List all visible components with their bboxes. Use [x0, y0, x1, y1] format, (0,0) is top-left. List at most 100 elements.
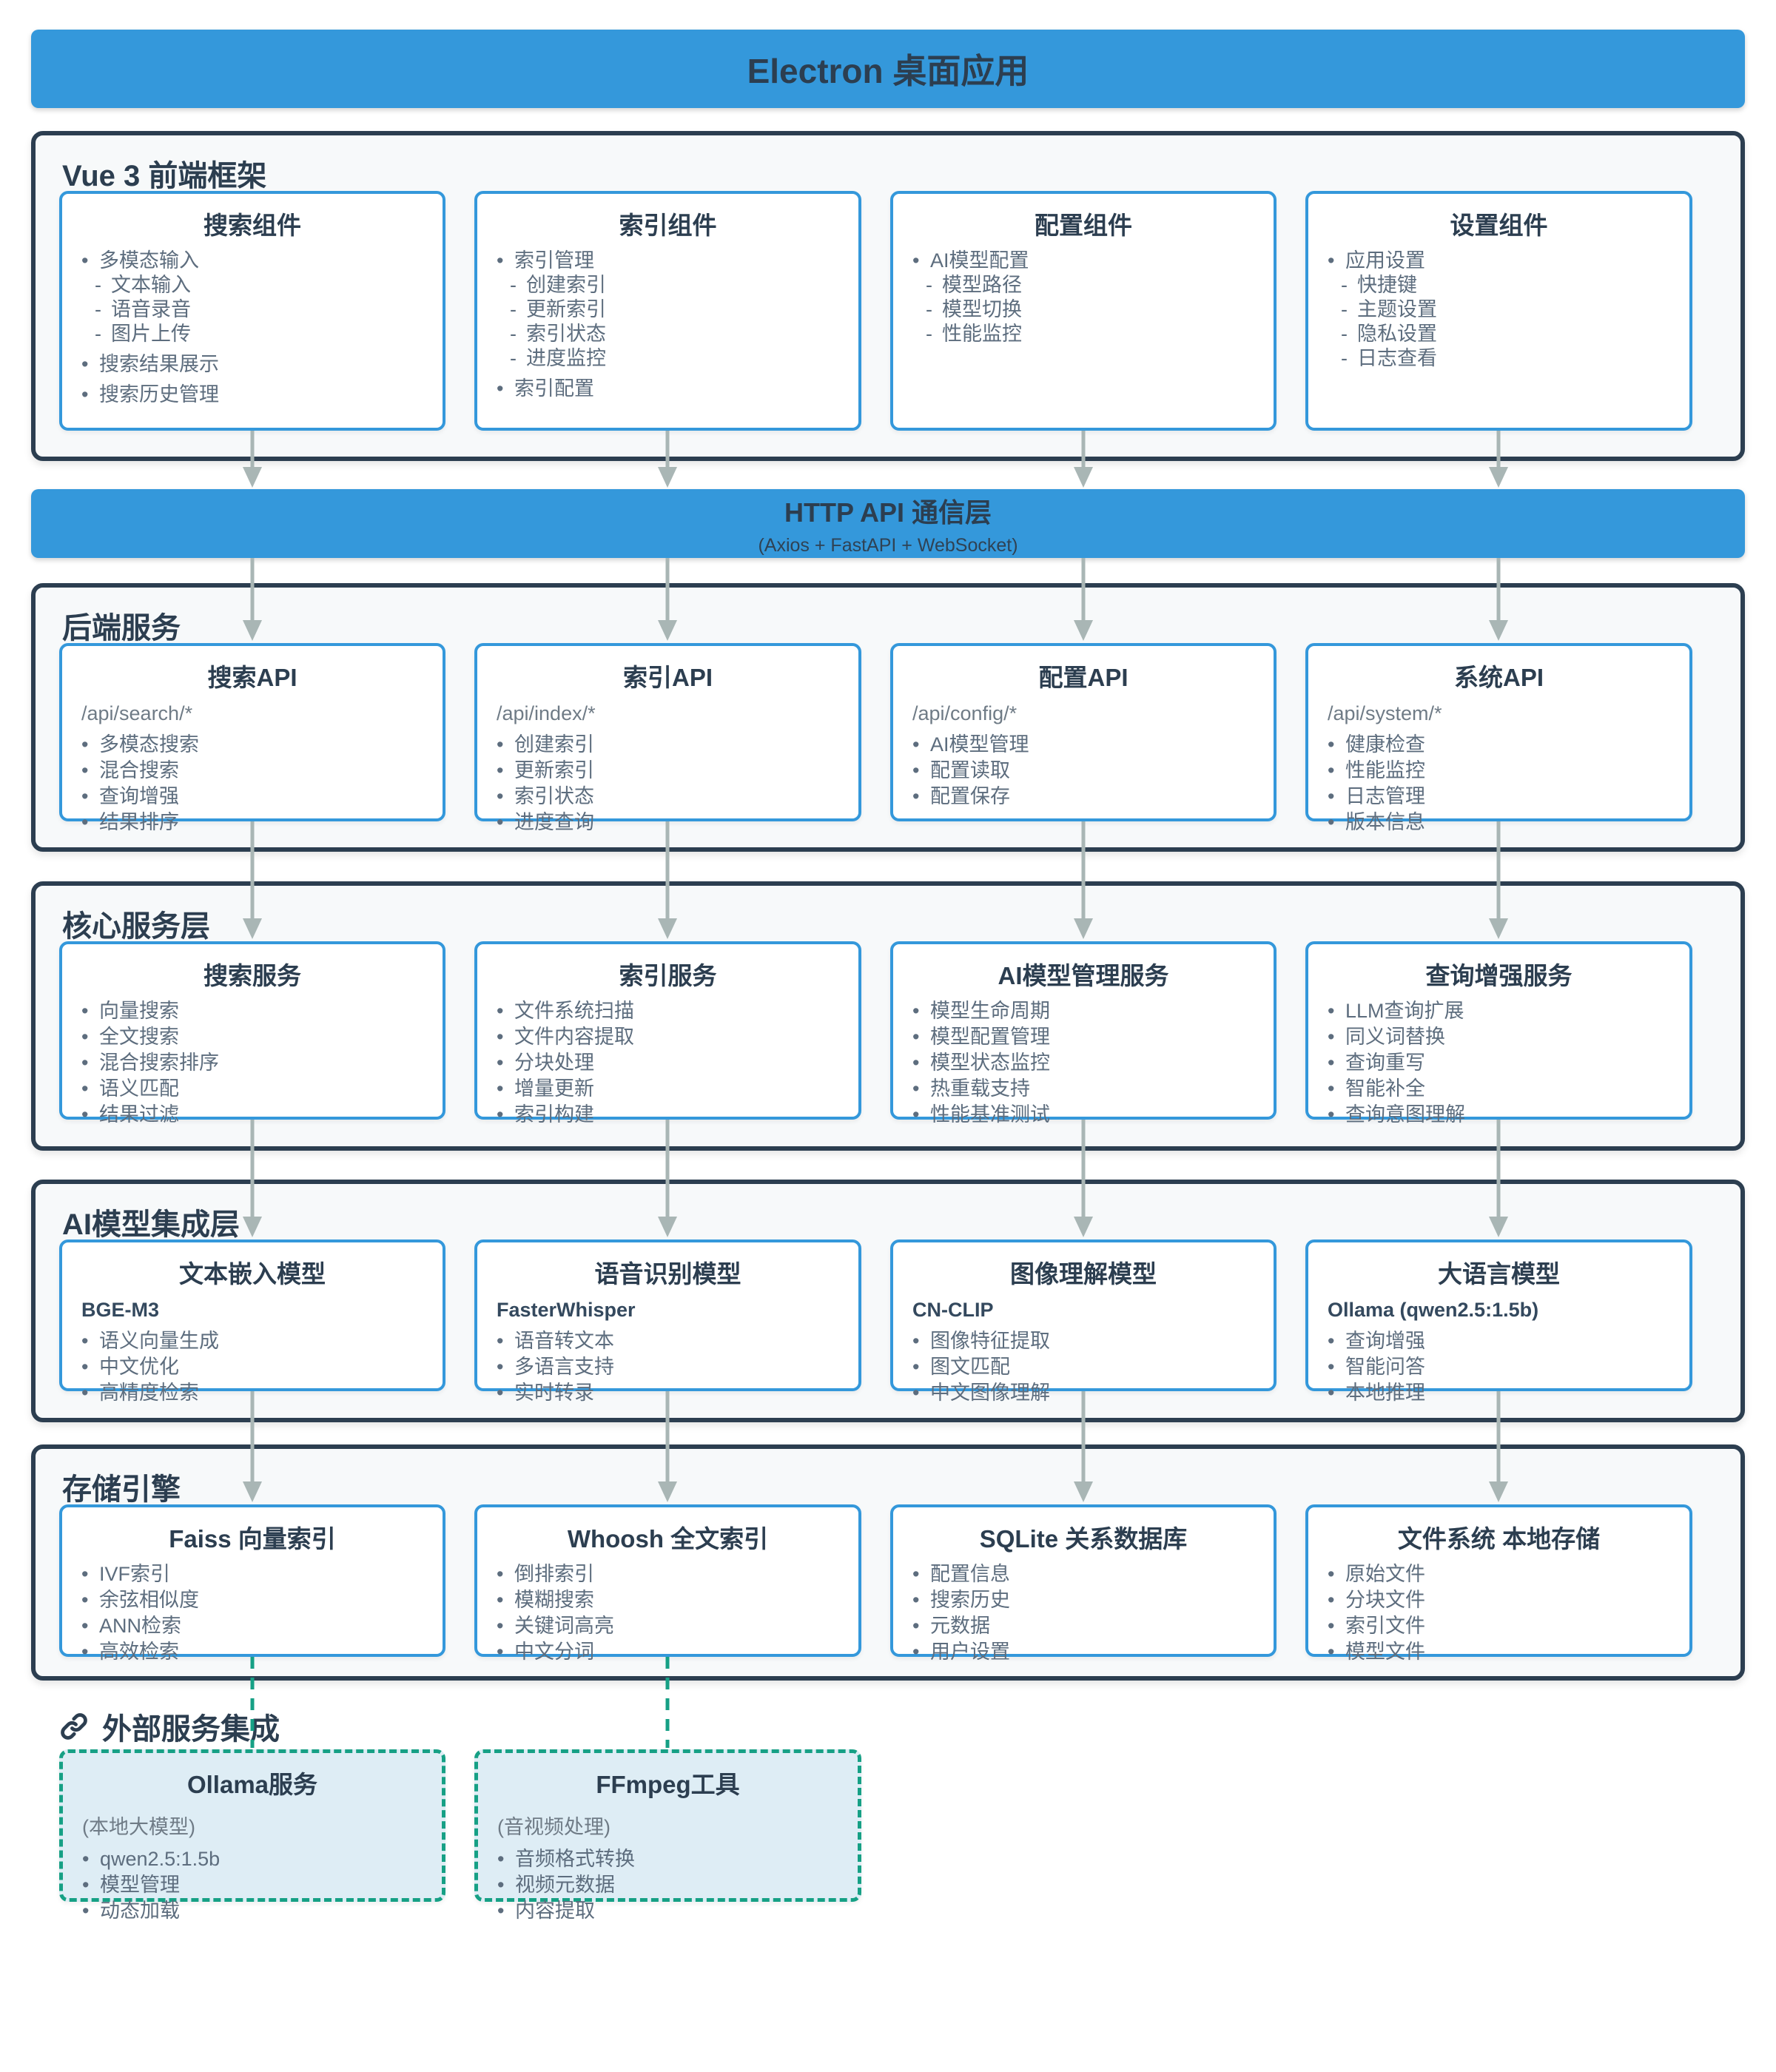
- card-meta: /api/index/*: [497, 702, 596, 724]
- card-item: 文本输入: [62, 273, 443, 297]
- card-item: 配置读取: [893, 758, 1274, 782]
- card-title: 查询增强服务: [1425, 962, 1572, 989]
- card-item: 索引文件: [1308, 1614, 1689, 1638]
- card-item: 模型管理: [63, 1873, 442, 1897]
- card-meta: (音视频处理): [497, 1816, 610, 1838]
- card-item: ANN检索: [62, 1614, 443, 1638]
- card-item: 配置信息: [893, 1562, 1274, 1586]
- card-item: 智能问答: [1308, 1355, 1689, 1379]
- card-item: 查询增强: [62, 784, 443, 808]
- card-item: 热重载支持: [893, 1077, 1274, 1100]
- card-item: 全文搜索: [62, 1025, 443, 1049]
- ai-card-1: 文本嵌入模型 BGE-M3 语义向量生成中文优化高精度检索: [59, 1240, 445, 1405]
- card-title: Whoosh 全文索引: [567, 1525, 769, 1553]
- card-item: 模型生命周期: [893, 999, 1274, 1023]
- card-title: 图像理解模型: [1010, 1260, 1157, 1288]
- link-icon: [58, 1710, 90, 1743]
- backend-card-4: 系统API/api/system/* 健康检查性能监控日志管理版本信息: [1305, 643, 1692, 834]
- card-item: 性能基准测试: [893, 1103, 1274, 1126]
- card-title: 搜索服务: [204, 962, 301, 989]
- card-item: 性能监控: [893, 322, 1274, 346]
- core-card-1: 搜索服务向量搜索全文搜索混合搜索排序语义匹配结果过滤: [59, 941, 445, 1126]
- storage-card-1: Faiss 向量索引 IVF索引余弦相似度ANN检索高效检索: [59, 1504, 445, 1664]
- backend-card-1: 搜索API/api/search/*多模态搜索混合搜索查询增强结果排序: [59, 643, 445, 834]
- card-item: 模型文件: [1308, 1640, 1689, 1664]
- card-item: 索引状态: [477, 784, 858, 808]
- card-item: 多语言支持: [477, 1355, 858, 1379]
- card-items: 语义向量生成中文优化高精度检索: [62, 1329, 443, 1405]
- card-items: 原始文件分块文件索引文件模型文件: [1308, 1562, 1689, 1664]
- card-item: 模型路径: [893, 273, 1274, 297]
- card-items: 文件系统扫描文件内容提取分块处理增量更新索引构建: [477, 999, 858, 1126]
- frontend-card-1: 搜索组件多模态输入文本输入语音录音图片上传搜索结果展示搜索历史管理: [59, 191, 445, 431]
- card-items: 音频格式转换视频元数据内容提取: [478, 1847, 858, 1923]
- card-items: 应用设置快捷键主题设置隐私设置日志查看: [1308, 249, 1689, 370]
- card-item: 动态加载: [63, 1899, 442, 1923]
- card-item: 搜索历史管理: [62, 383, 443, 406]
- layer-ai-models-title: AI模型集成层: [62, 1208, 240, 1241]
- card-item: 文件系统扫描: [477, 999, 858, 1023]
- card-title: 系统API: [1453, 664, 1544, 691]
- card-items: 查询增强智能问答本地推理: [1308, 1329, 1689, 1405]
- card-item: 主题设置: [1308, 297, 1689, 321]
- core-card-4: 查询增强服务LLM查询扩展同义词替换查询重写智能补全查询意图理解: [1305, 941, 1692, 1126]
- card-meta: /api/system/*: [1328, 702, 1442, 724]
- layer-ai-models: AI模型集成层 文本嵌入模型 BGE-M3 语义向量生成中文优化高精度检索 语音识别模…: [31, 1180, 1745, 1422]
- card-item: LLM查询扩展: [1308, 999, 1689, 1023]
- card-item: 版本信息: [1308, 810, 1689, 834]
- card-items: IVF索引余弦相似度ANN检索高效检索: [62, 1562, 443, 1664]
- card-item: 应用设置: [1308, 249, 1689, 272]
- backend-card-2: 索引API/api/index/*创建索引更新索引索引状态进度查询: [474, 643, 861, 834]
- card-items: LLM查询扩展同义词替换查询重写智能补全查询意图理解: [1308, 999, 1689, 1126]
- card-title: 索引组件: [619, 212, 717, 239]
- card-title: 语音识别模型: [594, 1260, 741, 1288]
- card-item: 性能监控: [1308, 758, 1689, 782]
- card-title: 文本嵌入模型: [179, 1260, 326, 1288]
- card-title: AI模型管理服务: [998, 962, 1169, 989]
- card-item: 模型切换: [893, 297, 1274, 321]
- card-item: 图像特征提取: [893, 1329, 1274, 1353]
- card-item: 实时转录: [477, 1381, 858, 1405]
- storage-card-4: 文件系统 本地存储原始文件分块文件索引文件模型文件: [1305, 1504, 1692, 1664]
- card-title: Faiss 向量索引: [169, 1525, 336, 1553]
- core-card-3: AI模型管理服务模型生命周期模型配置管理模型状态监控热重载支持性能基准测试: [890, 941, 1276, 1126]
- layer-backend: 后端服务 搜索API/api/search/*多模态搜索混合搜索查询增强结果排序…: [31, 583, 1745, 852]
- backend-card-3: 配置API/api/config/*AI模型管理配置读取配置保存: [890, 643, 1276, 821]
- frontend-card-2: 索引组件索引管理创建索引更新索引索引状态进度监控索引配置: [474, 191, 861, 431]
- card-item: 分块处理: [477, 1051, 858, 1074]
- card-item: 日志管理: [1308, 784, 1689, 808]
- card-item: AI模型管理: [893, 733, 1274, 756]
- card-title: 配置组件: [1035, 212, 1132, 239]
- card-item: 查询增强: [1308, 1329, 1689, 1353]
- card-item: 增量更新: [477, 1077, 858, 1100]
- layer-core-services: 核心服务层 搜索服务向量搜索全文搜索混合搜索排序语义匹配结果过滤索引服务文件系统…: [31, 881, 1745, 1151]
- card-items: 健康检查性能监控日志管理版本信息: [1308, 733, 1689, 834]
- external-services-title: 外部服务集成: [102, 1713, 280, 1746]
- card-item: 查询意图理解: [1308, 1103, 1689, 1126]
- card-items: 图像特征提取图文匹配中文图像理解: [893, 1329, 1274, 1405]
- http-api-banner: HTTP API 通信层 (Axios + FastAPI + WebSocke…: [31, 489, 1745, 558]
- card-meta: BGE-M3: [81, 1299, 160, 1321]
- card-item: 智能补全: [1308, 1077, 1689, 1100]
- card-item: 索引构建: [477, 1103, 858, 1126]
- card-title: 文件系统 本地存储: [1397, 1525, 1601, 1553]
- card-item: 内容提取: [478, 1899, 858, 1923]
- card-item: 语义向量生成: [62, 1329, 443, 1353]
- card-item: 结果过滤: [62, 1103, 443, 1126]
- card-item: AI模型配置: [893, 249, 1274, 272]
- card-item: 原始文件: [1308, 1562, 1689, 1586]
- card-item: 混合搜索: [62, 758, 443, 782]
- external-card-1: Ollama服务(本地大模型)qwen2.5:1.5b模型管理动态加载: [59, 1749, 445, 1923]
- card-item: 日志查看: [1308, 346, 1689, 370]
- frontend-card-4: 设置组件应用设置快捷键主题设置隐私设置日志查看: [1305, 191, 1692, 431]
- card-item: 模糊搜索: [477, 1588, 858, 1612]
- external-services-header: 外部服务集成: [58, 1705, 280, 1748]
- card-meta: /api/search/*: [81, 702, 193, 724]
- card-item: 进度查询: [477, 810, 858, 834]
- card-item: 向量搜索: [62, 999, 443, 1023]
- card-item: 健康检查: [1308, 733, 1689, 756]
- core-card-2: 索引服务文件系统扫描文件内容提取分块处理增量更新索引构建: [474, 941, 861, 1126]
- layer-frontend-title: Vue 3 前端框架: [62, 160, 267, 192]
- card-meta: (本地大模型): [82, 1816, 195, 1838]
- card-item: 更新索引: [477, 297, 858, 321]
